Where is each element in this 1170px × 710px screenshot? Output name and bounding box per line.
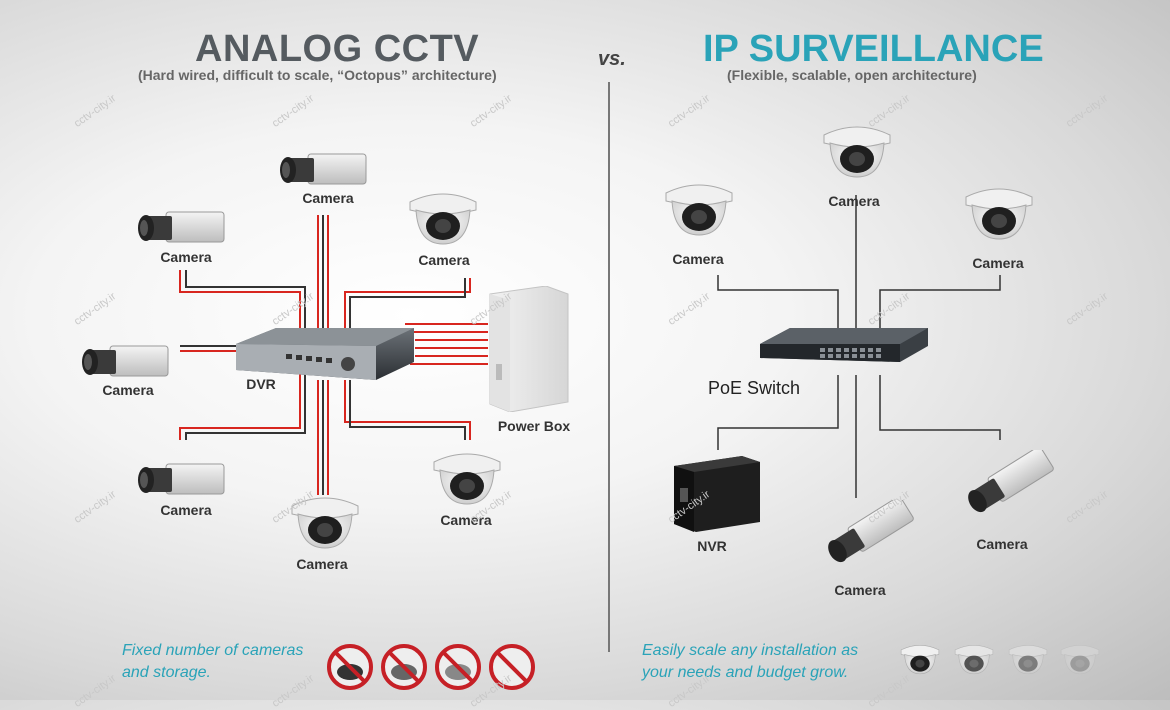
ip-wires	[717, 195, 1001, 498]
wire-ip-nvr	[717, 375, 839, 450]
nvr-icon	[674, 456, 760, 532]
prohibited-icon	[381, 644, 427, 690]
prohibited-icon	[489, 644, 535, 690]
box-camera-icon	[136, 208, 226, 248]
analog-title: ANALOG CCTV	[195, 28, 480, 70]
power-box-icon	[489, 286, 569, 412]
nvr-label: NVR	[697, 538, 727, 554]
camera-label: Camera	[160, 249, 212, 265]
dvr-icon	[236, 328, 414, 380]
wire-left-camera	[180, 345, 240, 352]
ip-subtitle: (Flexible, scalable, open architecture)	[727, 67, 977, 83]
prohibited-icon	[435, 644, 481, 690]
wire-lower-right-camera	[344, 380, 471, 440]
box-camera-icon	[968, 450, 1054, 513]
box-camera-icon	[828, 500, 914, 563]
dome-camera-icon	[954, 640, 994, 678]
wire-ip-lower-right-camera	[879, 375, 1001, 440]
prohibited-icons	[327, 644, 535, 690]
analog-tagline: Fixed number of cameras and storage.	[122, 640, 303, 684]
power-box-label: Power Box	[497, 418, 571, 434]
ip-tagline: Easily scale any installation as your ne…	[642, 640, 858, 684]
dome-camera-icon	[664, 176, 734, 242]
poe-switch-label: PoE Switch	[708, 378, 801, 398]
analog-subtitle: (Hard wired, difficult to scale, “Octopu…	[138, 67, 497, 83]
box-camera-icon	[136, 460, 226, 500]
dome-camera-icon	[1060, 640, 1100, 678]
dvr-label: DVR	[246, 376, 276, 392]
ip-tagline-line2: your needs and budget grow.	[642, 664, 849, 681]
dome-camera-icon	[900, 640, 940, 678]
camera-label: Camera	[972, 255, 1024, 271]
wire-bottom-camera	[317, 380, 329, 495]
camera-label: Camera	[672, 251, 724, 267]
ip-tagline-line1: Easily scale any installation as	[642, 642, 859, 659]
wire-top-camera	[317, 215, 329, 330]
camera-label: Camera	[160, 502, 212, 518]
dome-camera-icon	[1008, 640, 1048, 678]
prohibited-icon	[327, 644, 373, 690]
analog-tagline-line1: Fixed number of cameras	[122, 642, 304, 659]
analog-tagline-line2: and storage.	[122, 664, 211, 681]
dome-camera-icon	[964, 180, 1034, 246]
camera-label: Camera	[828, 193, 880, 209]
wire-power-box	[405, 323, 488, 365]
wire-ip-left-camera	[717, 275, 839, 330]
camera-label: Camera	[834, 582, 886, 598]
box-camera-icon	[278, 150, 368, 190]
ip-title: IP SURVEILLANCE	[703, 28, 1044, 70]
analog-wires	[179, 215, 488, 495]
wire-upper-right-camera	[344, 278, 471, 330]
wire-lower-left-camera	[179, 370, 306, 440]
camera-label: Camera	[302, 190, 354, 206]
vs-label: vs.	[598, 48, 626, 70]
camera-label: Camera	[102, 382, 154, 398]
dome-camera-icon	[408, 188, 478, 248]
box-camera-icon	[80, 342, 170, 382]
poe-switch-icon	[760, 328, 928, 362]
wire-upper-left-camera	[179, 270, 306, 330]
camera-label: Camera	[418, 252, 470, 268]
camera-label: Camera	[296, 556, 348, 572]
dome-camera-icon	[822, 118, 892, 184]
wire-ip-right-camera	[879, 275, 1001, 330]
camera-label: Camera	[976, 536, 1028, 552]
camera-label: Camera	[440, 512, 492, 528]
